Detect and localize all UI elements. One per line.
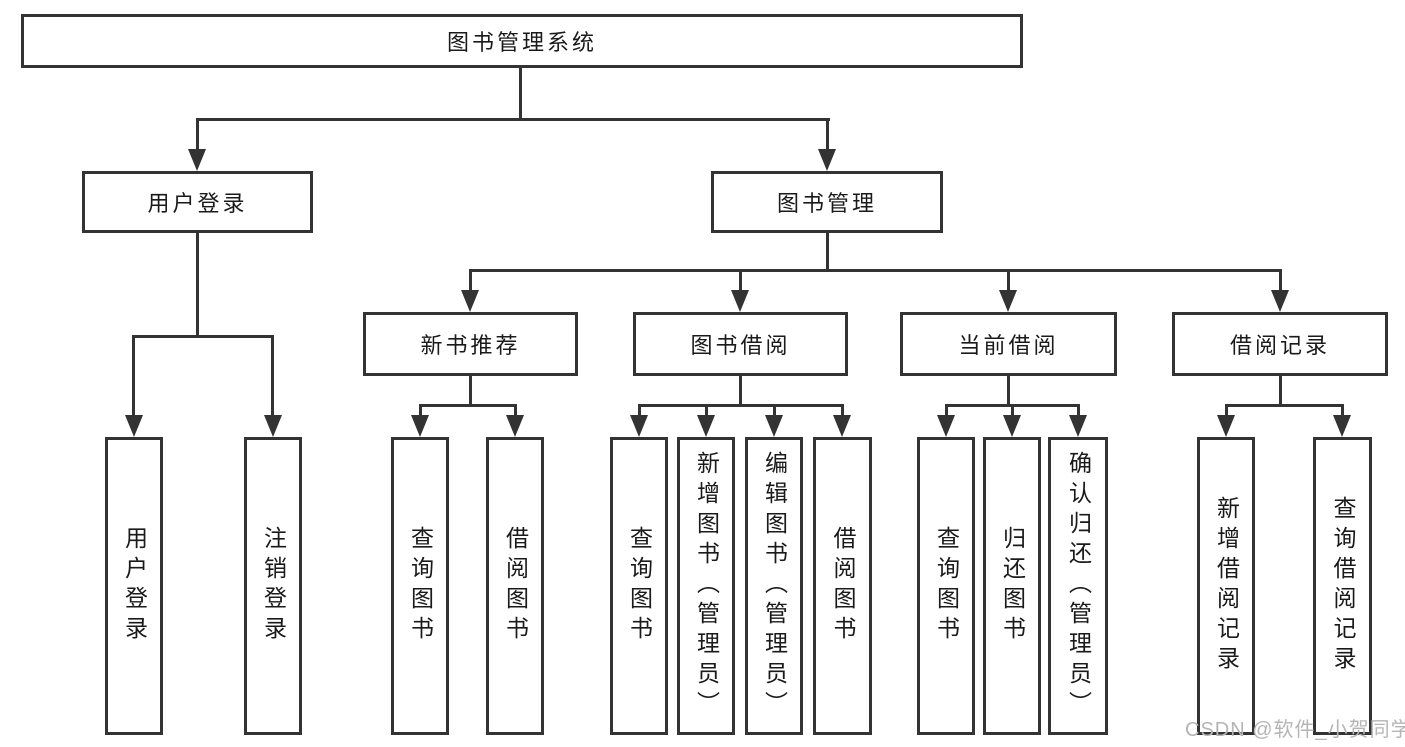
arrowhead-add-books bbox=[697, 415, 715, 437]
arrowhead-new-book bbox=[461, 290, 479, 312]
connector-to-add-record bbox=[1225, 404, 1228, 417]
connector-user-login-split bbox=[132, 335, 274, 338]
connector-to-query-books-2 bbox=[638, 404, 641, 417]
leaf-return-books: 归还图书 bbox=[983, 437, 1041, 735]
connector-to-return-books bbox=[1011, 404, 1014, 417]
connector-book-management-stem bbox=[826, 233, 829, 272]
connector-borrow-records-stem bbox=[1279, 376, 1282, 407]
leaf-query-borrow-record: 查询借阅记录 bbox=[1313, 437, 1372, 735]
connector-to-user-login bbox=[196, 118, 199, 152]
connector-to-query-books-1 bbox=[419, 404, 422, 417]
leaf-logout: 注销登录 bbox=[244, 437, 302, 735]
connector-to-current-borrow bbox=[1007, 269, 1010, 292]
leaf-borrow-books-2: 借阅图书 bbox=[813, 437, 872, 735]
node-root: 图书管理系统 bbox=[21, 14, 1023, 68]
connector-to-book-management bbox=[826, 118, 829, 152]
arrowhead-book-management bbox=[818, 149, 836, 171]
arrowhead-logout-leaf bbox=[264, 415, 282, 437]
connector-to-confirm-return bbox=[1077, 404, 1080, 417]
arrowhead-borrow-records bbox=[1271, 290, 1289, 312]
leaf-query-books-2: 查询图书 bbox=[610, 437, 668, 735]
leaf-add-books-admin: 新增图书（管理员） bbox=[677, 437, 735, 735]
connector-to-add-books bbox=[705, 404, 708, 417]
connector-root-split bbox=[196, 118, 830, 121]
node-current-borrowing: 当前借阅 bbox=[900, 312, 1117, 376]
arrowhead-current-borrow bbox=[999, 290, 1017, 312]
connector-to-login-leaf bbox=[132, 335, 135, 417]
leaf-confirm-return-admin: 确认归还（管理员） bbox=[1048, 437, 1108, 735]
arrowhead-return-books bbox=[1003, 415, 1021, 437]
leaf-borrow-books-1: 借阅图书 bbox=[486, 437, 544, 735]
node-book-management: 图书管理 bbox=[711, 171, 943, 233]
connector-book-management-split bbox=[469, 269, 1281, 272]
connector-book-borrow-split bbox=[638, 404, 844, 407]
arrowhead-login-leaf bbox=[125, 415, 143, 437]
node-borrowing-records: 借阅记录 bbox=[1172, 312, 1388, 376]
node-book-borrowing: 图书借阅 bbox=[633, 312, 848, 376]
connector-to-borrow-books-1 bbox=[514, 404, 517, 417]
arrowhead-user-login bbox=[188, 149, 206, 171]
arrowhead-query-books-1 bbox=[411, 415, 429, 437]
connector-to-edit-books bbox=[773, 404, 776, 417]
leaf-user-login: 用户登录 bbox=[105, 437, 163, 735]
leaf-query-books-1: 查询图书 bbox=[391, 437, 449, 735]
connector-to-borrow-books-2 bbox=[841, 404, 844, 417]
connector-borrow-records-split bbox=[1225, 404, 1344, 407]
leaf-add-borrow-record: 新增借阅记录 bbox=[1197, 437, 1255, 735]
connector-to-new-book bbox=[469, 269, 472, 292]
arrowhead-query-books-2 bbox=[630, 415, 648, 437]
arrowhead-book-borrow bbox=[731, 290, 749, 312]
connector-new-book-stem bbox=[469, 376, 472, 407]
connector-to-query-books-3 bbox=[945, 404, 948, 417]
arrowhead-edit-books bbox=[765, 415, 783, 437]
arrowhead-add-record bbox=[1217, 415, 1235, 437]
arrowhead-borrow-books-1 bbox=[506, 415, 524, 437]
connector-current-borrow-stem bbox=[1007, 376, 1010, 407]
node-new-book-recommend: 新书推荐 bbox=[363, 312, 578, 376]
arrowhead-confirm-return bbox=[1069, 415, 1087, 437]
csdn-watermark: CSDN @软件_小贺同学 bbox=[1185, 719, 1405, 741]
arrowhead-query-books-3 bbox=[937, 415, 955, 437]
arrowhead-borrow-books-2 bbox=[833, 415, 851, 437]
node-user-login: 用户登录 bbox=[82, 171, 313, 233]
arrowhead-query-record bbox=[1333, 415, 1351, 437]
connector-to-query-record bbox=[1341, 404, 1344, 417]
connector-to-logout-leaf bbox=[271, 335, 274, 417]
connector-root-stem bbox=[519, 68, 522, 120]
leaf-query-books-3: 查询图书 bbox=[917, 437, 975, 735]
connector-to-book-borrow bbox=[739, 269, 742, 292]
connector-to-borrow-records bbox=[1279, 269, 1282, 292]
connector-new-book-split bbox=[419, 404, 517, 407]
leaf-edit-books-admin: 编辑图书（管理员） bbox=[745, 437, 803, 735]
connector-user-login-stem bbox=[196, 233, 199, 337]
connector-book-borrow-stem bbox=[739, 376, 742, 407]
